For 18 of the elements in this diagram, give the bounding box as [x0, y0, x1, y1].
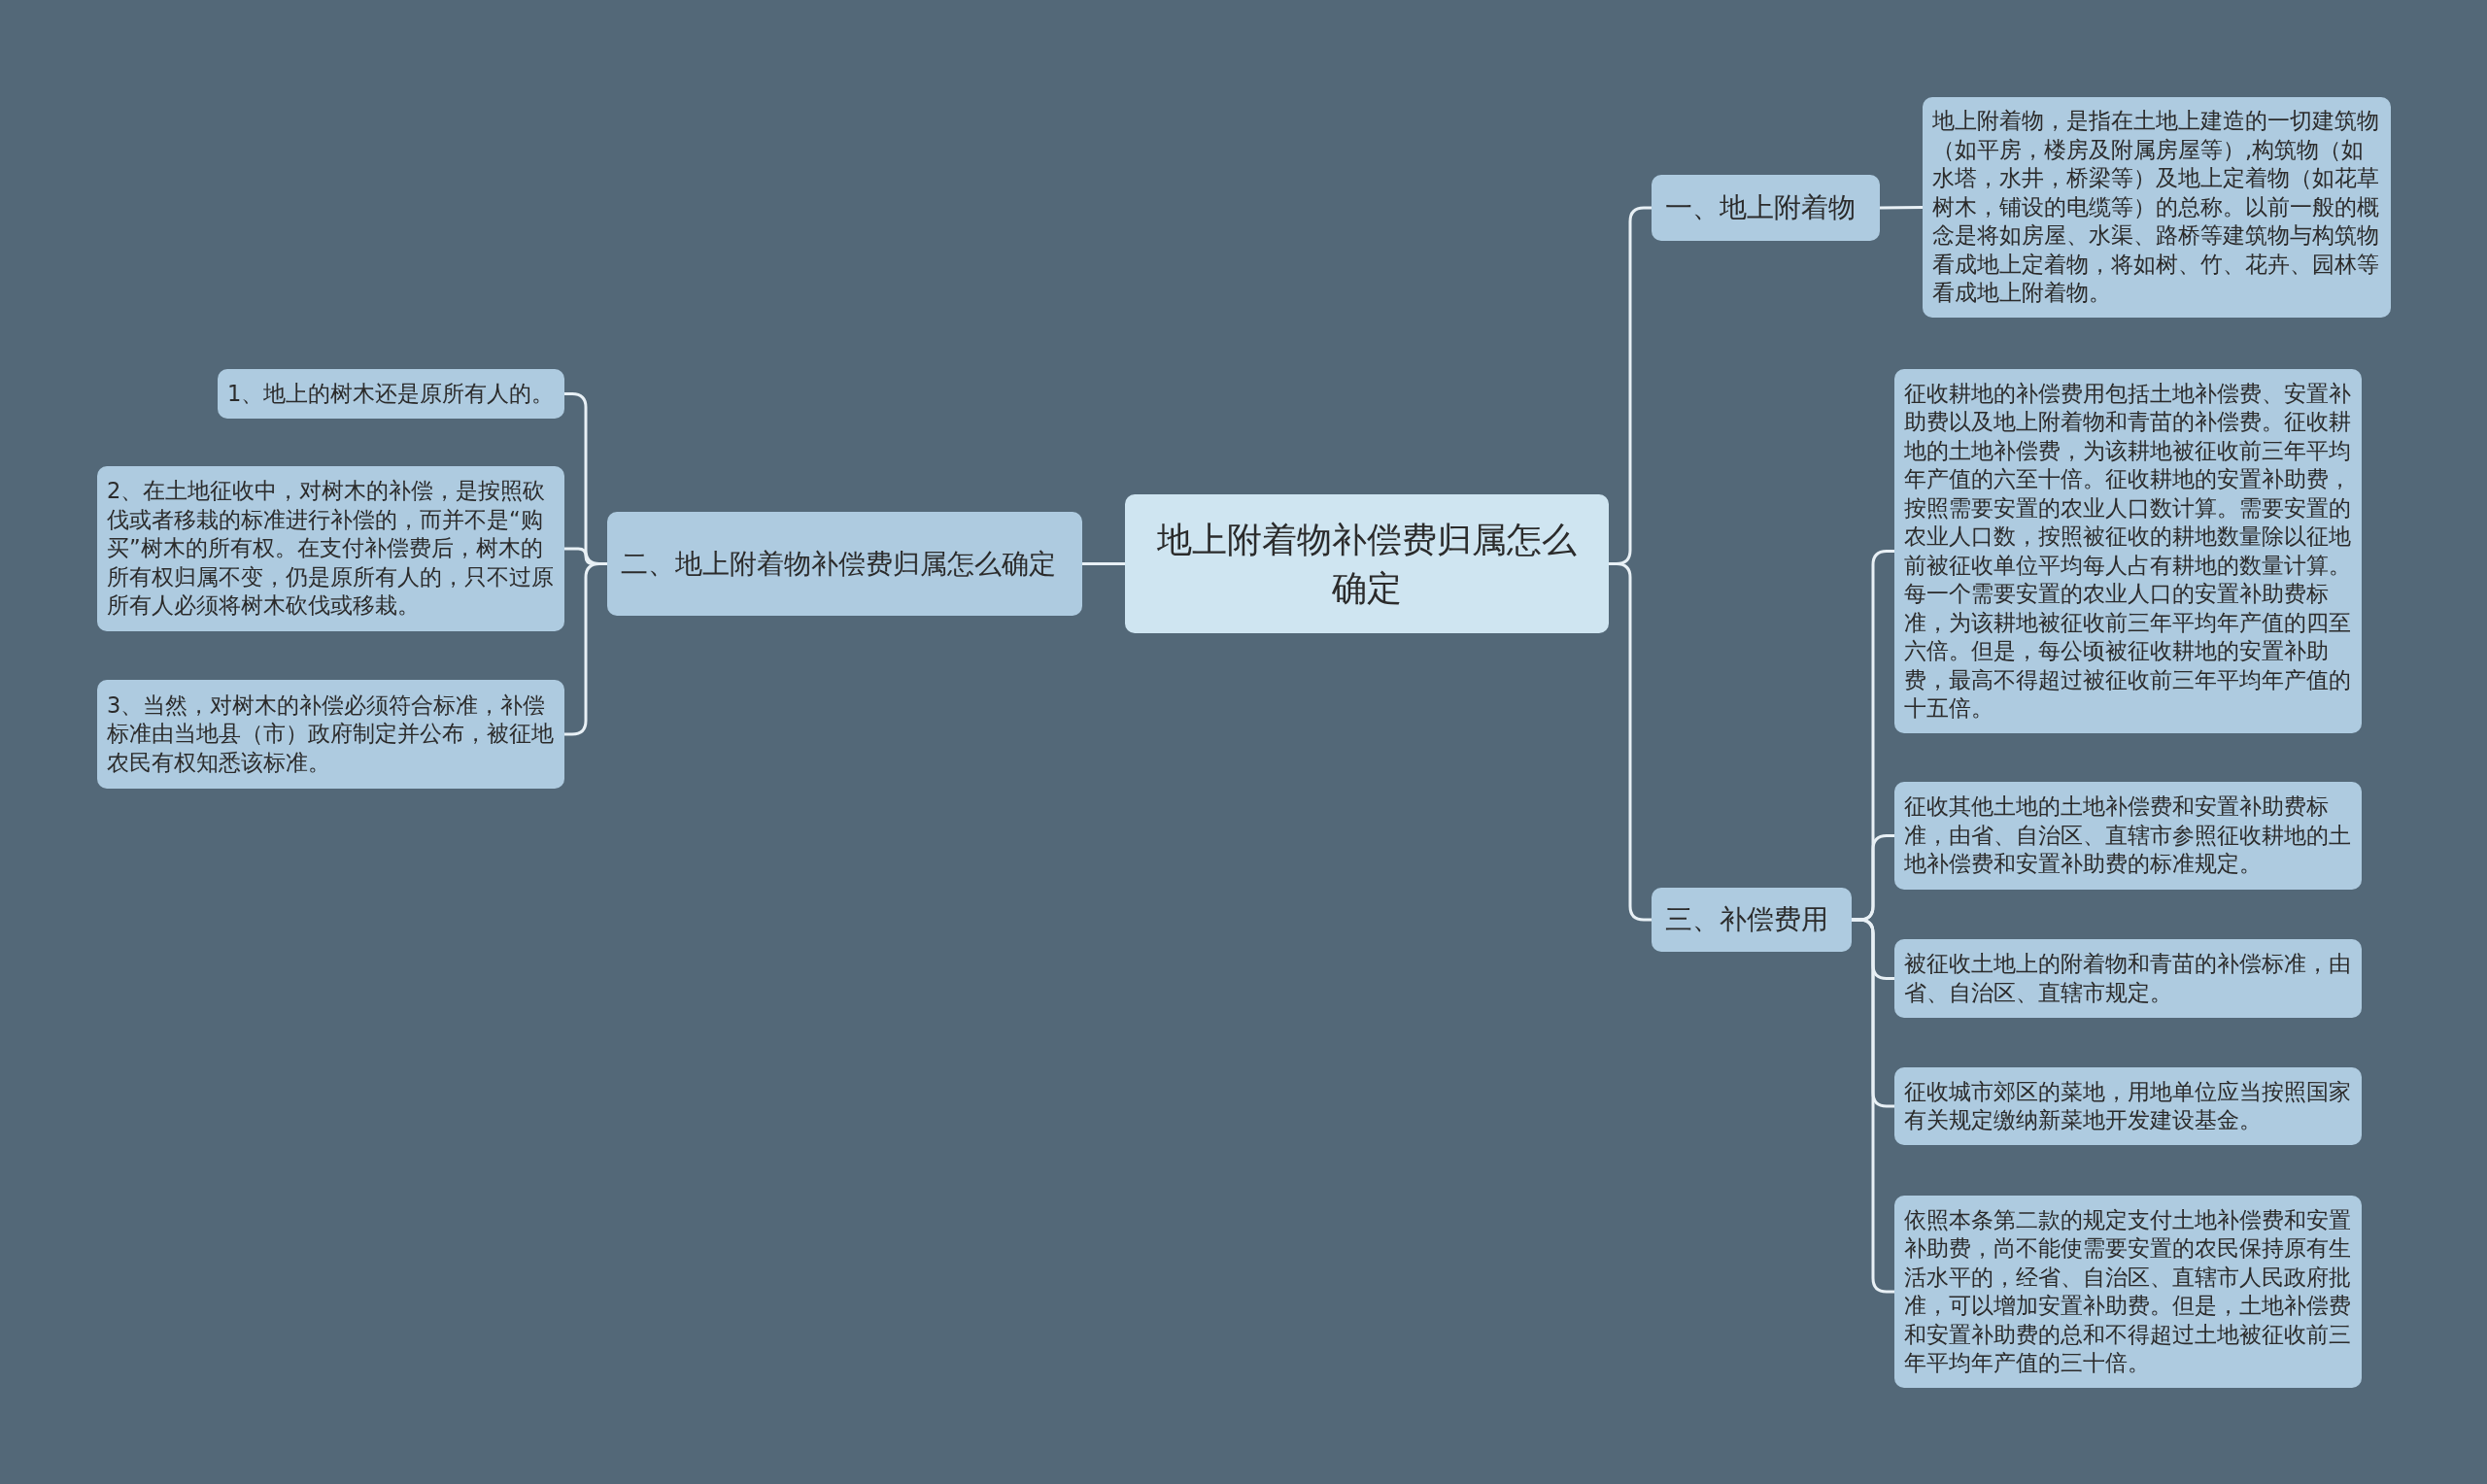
- note-box: 2、在土地征收中，对树木的补偿，是按照砍伐或者移栽的标准进行补偿的，而并不是“购买”树木的所有权。在支付补偿费后，树木的所有权归属不变，仍是原所有人的，只不过原所有人必须将树木砍伐或移栽。: [97, 466, 564, 631]
- topic-box: 二、地上附着物补偿费归属怎么确定: [607, 512, 1082, 616]
- note-box: 征收城市郊区的菜地，用地单位应当按照国家有关规定缴纳新菜地开发建设基金。: [1894, 1067, 2362, 1145]
- connector-line: [564, 562, 607, 736]
- connector-line: [1852, 918, 1894, 1294]
- note-box: 依照本条第二款的规定支付土地补偿费和安置补助费，尚不能使需要安置的农民保持原有生活水平的，经省、自治区、直辖市人民政府批准，可以增加安置补助费。但是，土地补偿费和安置补助费的总和不得超过土地被征收前三年平均年产值的三十倍。: [1894, 1196, 2362, 1388]
- central-topic-box: 地上附着物补偿费归属怎么确定: [1125, 494, 1609, 633]
- topic-box: 三、补偿费用: [1652, 888, 1852, 952]
- note-box: 征收耕地的补偿费用包括土地补偿费、安置补助费以及地上附着物和青苗的补偿费。征收耕地的土地补偿费，为该耕地被征收前三年平均年产值的六至十倍。征收耕地的安置补助费，按照需要安置的农业人口数计算。需要安置的农业人口数，按照被征收的耕地数量除以征地前被征收单位平均每人占有耕地的数量计算。每一个需要安置的农业人口的安置补助费标准，为该耕地被征收前三年平均年产值的四至六倍。但是，每公顷被征收耕地的安置补助费，最高不得超过被征收前三年平均年产值的十五倍。: [1894, 369, 2362, 733]
- note-box: 1、地上的树木还是原所有人的。: [218, 369, 564, 419]
- note-box: 征收其他土地的土地补偿费和安置补助费标准，由省、自治区、直辖市参照征收耕地的土地补偿费和安置补助费的标准规定。: [1894, 782, 2362, 890]
- connector-line: [1082, 562, 1125, 565]
- note-box: 被征收土地上的附着物和青苗的补偿标准，由省、自治区、直辖市规定。: [1894, 939, 2362, 1018]
- connector-line: [1880, 206, 1923, 210]
- note-box: 3、当然，对树木的补偿必须符合标准，补偿标准由当地县（市）政府制定并公布，被征地农民有权知悉该标准。: [97, 680, 564, 789]
- connector-line: [1609, 562, 1652, 922]
- topic-box: 一、地上附着物: [1652, 175, 1880, 241]
- note-box: 地上附着物，是指在土地上建造的一切建筑物（如平房，楼房及附属房屋等）,构筑物（如水塔，水井，桥梁等）及地上定着物（如花草树木，铺设的电缆等）的总称。以前一般的概念是将如房屋、水渠、路桥等建筑物与构筑物看成地上定着物，将如树、竹、花卉、园林等看成地上附着物。: [1923, 97, 2391, 318]
